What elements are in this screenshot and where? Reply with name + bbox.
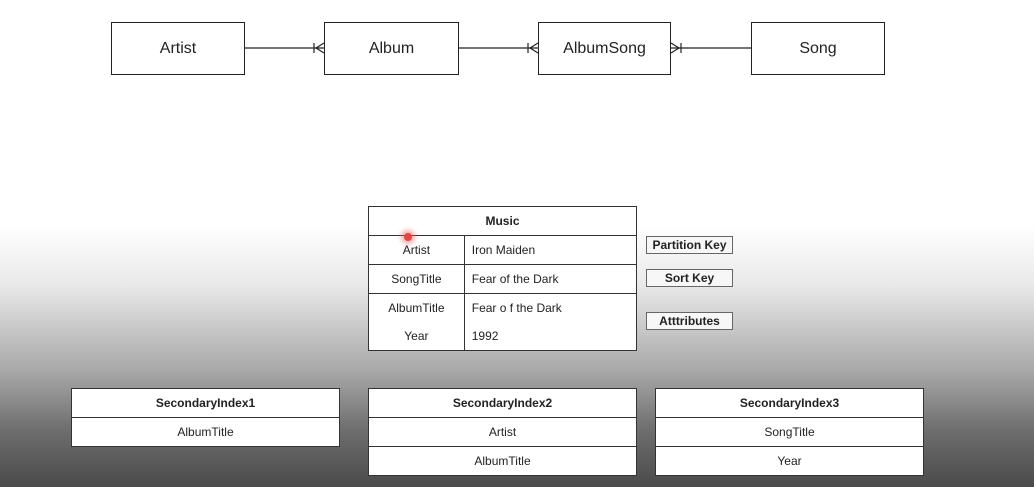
music-table-title: Music [368, 206, 637, 236]
entity-artist[interactable]: Artist [111, 22, 245, 75]
table-row: Year 1992 [368, 322, 638, 351]
album-crowfoot-top [315, 42, 325, 49]
entity-albumsong[interactable]: AlbumSong [538, 22, 671, 75]
partition-key-label: Partition Key [646, 236, 733, 254]
song-crowfoot-top [670, 42, 680, 49]
attribute-name: Year [368, 322, 465, 351]
index-field: SongTitle [655, 417, 924, 447]
index-title: SecondaryIndex1 [71, 388, 340, 418]
table-row: AlbumTitle Fear o f the Dark [368, 293, 638, 322]
attribute-name: Artist [368, 235, 465, 265]
cursor-highlight [404, 233, 412, 241]
entity-song[interactable]: Song [751, 22, 885, 75]
attribute-value: Fear of the Dark [463, 264, 638, 294]
index-field: Year [655, 446, 924, 476]
index-field: AlbumTitle [368, 446, 637, 476]
music-table: Music Artist Iron Maiden SongTitle Fear … [368, 206, 638, 351]
attribute-value: Iron Maiden [463, 235, 638, 265]
relationship-lines [245, 42, 751, 54]
index-field: AlbumTitle [71, 417, 340, 447]
attribute-value: Fear o f the Dark [463, 293, 638, 322]
secondary-index-1-table: SecondaryIndex1 AlbumTitle [71, 388, 340, 447]
table-row: Artist Iron Maiden [368, 235, 638, 265]
attribute-value: 1992 [463, 322, 638, 351]
entity-album[interactable]: Album [324, 22, 459, 75]
index-title: SecondaryIndex3 [655, 388, 924, 418]
secondary-index-2-table: SecondaryIndex2 Artist AlbumTitle [368, 388, 637, 476]
album-crowfoot-bottom [315, 47, 325, 54]
attributes-label: Atttributes [646, 312, 733, 330]
table-row: SongTitle Fear of the Dark [368, 264, 638, 294]
secondary-index-3-table: SecondaryIndex3 SongTitle Year [655, 388, 924, 476]
albumsong-crowfoot-bottom [529, 47, 539, 54]
attribute-name: AlbumTitle [368, 293, 465, 322]
song-crowfoot-bottom [670, 47, 680, 54]
attribute-name: SongTitle [368, 264, 465, 294]
albumsong-crowfoot-top [529, 42, 539, 49]
index-title: SecondaryIndex2 [368, 388, 637, 418]
index-field: Artist [368, 417, 637, 447]
sort-key-label: Sort Key [646, 269, 733, 287]
